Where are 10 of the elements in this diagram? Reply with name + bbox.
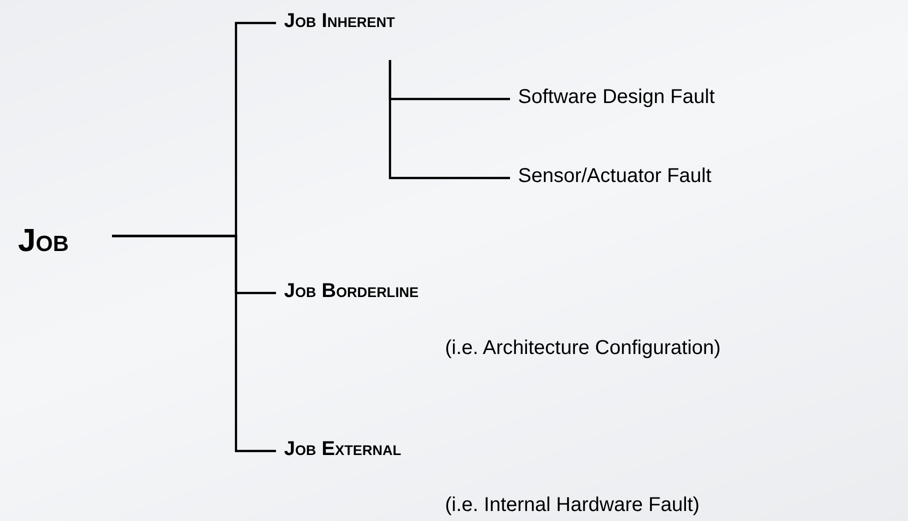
branch-label: Job External <box>284 438 402 461</box>
note-text: (i.e. Architecture Configuration) <box>445 337 721 360</box>
leaf-label: Software Design Fault <box>518 86 715 109</box>
note-text: (i.e. Internal Hardware Fault) <box>445 494 700 517</box>
branch-label: Job Inherent <box>284 10 395 33</box>
connector-line <box>388 60 510 180</box>
branch-label: Job Borderline <box>284 280 419 303</box>
leaf-label: Sensor/Actuator Fault <box>518 165 712 188</box>
connector-line <box>112 234 276 452</box>
root-label: Job <box>18 222 69 259</box>
